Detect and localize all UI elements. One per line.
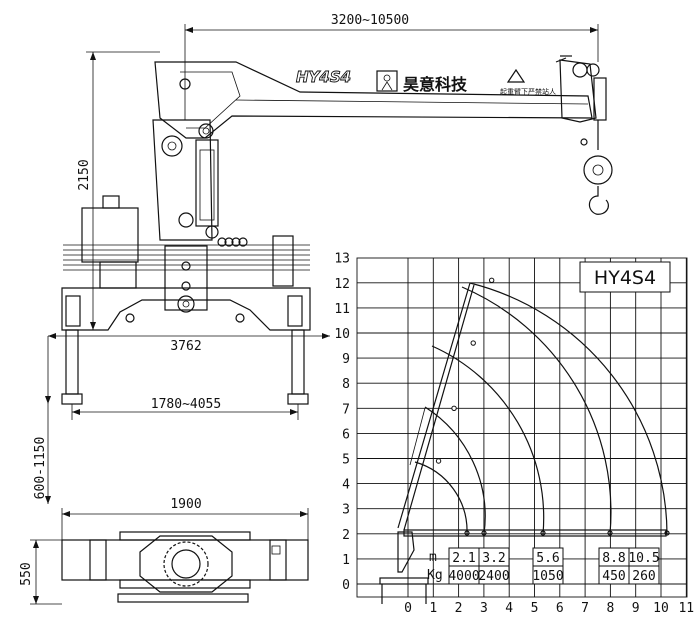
boom-joint — [435, 458, 442, 464]
y-tick-label: 9 — [342, 352, 350, 367]
y-tick-label: 0 — [342, 578, 350, 593]
y-tick-label: 11 — [334, 302, 350, 317]
crane-top-view: 1900 550 — [19, 497, 309, 605]
table-cell-capacity — [532, 565, 564, 585]
capacity-value: 1050 — [532, 569, 563, 584]
radius-value: 3.2 — [482, 551, 505, 566]
boom-joint — [451, 405, 457, 411]
y-tick-label: 2 — [342, 528, 350, 543]
boom-horizontal — [403, 529, 667, 537]
x-tick-label: 4 — [505, 601, 513, 616]
y-tick-label: 4 — [342, 478, 350, 493]
radius-value: 10.5 — [628, 551, 659, 566]
capacity-value: 260 — [632, 569, 655, 584]
table-label-kg: Kg — [427, 568, 443, 583]
dim-span-label: 3762 — [170, 339, 201, 354]
brand-logo — [376, 70, 398, 92]
x-tick-label: 8 — [606, 601, 614, 616]
crane-side-view: 3200~10500 2150 HY4S4 昊意科技 起重臂下严禁站人 — [33, 13, 613, 504]
y-tick-label: 10 — [334, 327, 350, 342]
chart-grid — [356, 257, 688, 598]
x-tick-label: 7 — [581, 601, 589, 616]
x-tick-label: 5 — [531, 601, 539, 616]
capacity-value: 4000 — [448, 569, 479, 584]
x-tick-label: 6 — [556, 601, 564, 616]
y-tick-label: 12 — [334, 277, 350, 292]
hook — [588, 186, 609, 215]
warning-text: 起重臂下严禁站人 — [500, 87, 556, 96]
capacity-value: 2400 — [478, 569, 509, 584]
dim-height-label: 2150 — [77, 159, 92, 190]
radius-value: 2.1 — [452, 551, 475, 566]
boom-joint — [470, 340, 476, 346]
dim-leg-label: 600-1150 — [33, 437, 48, 500]
x-tick-label: 11 — [678, 601, 694, 616]
dim-reach-label: 3200~10500 — [331, 13, 409, 28]
x-tick-label: 1 — [429, 601, 437, 616]
y-tick-label: 7 — [342, 402, 350, 417]
y-tick-label: 1 — [342, 553, 350, 568]
x-tick-label: 0 — [404, 601, 412, 616]
x-tick-label: 9 — [632, 601, 640, 616]
y-tick-label: 8 — [342, 377, 350, 392]
dim-outrigger-label: 1780~4055 — [151, 397, 221, 412]
brand-name: 昊意科技 — [403, 75, 468, 94]
chart-frame — [356, 257, 688, 598]
x-tick-label: 3 — [480, 601, 488, 616]
x-tick-label: 2 — [455, 601, 463, 616]
boom-lines — [397, 282, 475, 531]
boom-model-label: HY4S4 — [296, 68, 351, 86]
radius-value: 5.6 — [536, 551, 559, 566]
radius-value: 8.8 — [602, 551, 625, 566]
dim-width-label: 1900 — [170, 497, 201, 512]
boom-joint — [488, 277, 495, 283]
y-tick-label: 6 — [342, 427, 350, 442]
x-tick-label: 10 — [653, 601, 669, 616]
table-cell-capacity — [628, 565, 660, 585]
y-tick-label: 5 — [342, 453, 350, 468]
y-tick-label: 13 — [334, 252, 350, 267]
radius-arcs — [414, 282, 668, 535]
chart-title: HY4S4 — [594, 267, 656, 289]
hook-block — [583, 155, 613, 185]
dim-base-height-label: 550 — [19, 562, 34, 585]
capacity-value: 450 — [602, 569, 625, 584]
table-cell-capacity — [478, 565, 510, 585]
y-tick-label: 3 — [342, 503, 350, 518]
warning-icon — [506, 68, 526, 83]
table-label-m: m — [429, 550, 437, 565]
